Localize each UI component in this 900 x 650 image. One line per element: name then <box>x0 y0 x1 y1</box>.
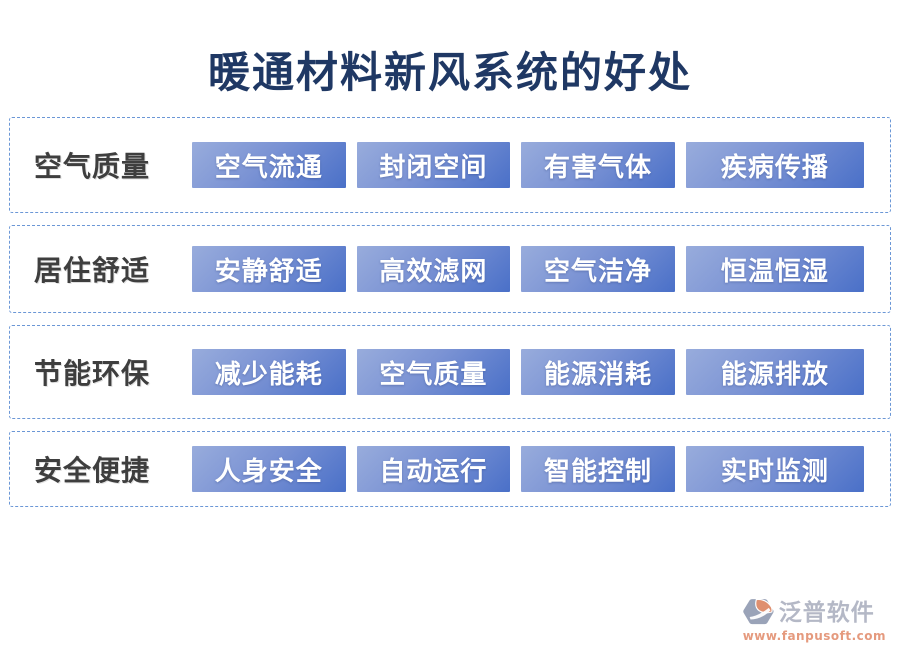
row-label-living-comfort: 居住舒适 <box>34 254 151 288</box>
row-energy-saving: 节能环保 减少能耗 空气质量 能源消耗 能源排放 <box>9 325 891 420</box>
tag-energy-consumption[interactable]: 能源消耗 <box>521 349 675 396</box>
benefit-rows: 空气质量 空气流通 封闭空间 有害气体 疾病传播 居住舒适 安静舒适 高效滤网 … <box>9 117 891 508</box>
tag-group-safety-convenience: 人身安全 自动运行 智能控制 实时监测 <box>192 446 865 493</box>
tag-constant-temp-humidity[interactable]: 恒温恒湿 <box>685 246 865 293</box>
tag-quiet-comfort[interactable]: 安静舒适 <box>192 246 346 293</box>
tag-disease-spread[interactable]: 疾病传播 <box>685 142 865 189</box>
brand-website-link[interactable]: www.fanpusoft.com <box>742 629 886 643</box>
row-label-safety-convenience: 安全便捷 <box>34 454 151 488</box>
tag-auto-operation[interactable]: 自动运行 <box>356 446 511 493</box>
tag-realtime-monitoring[interactable]: 实时监测 <box>685 446 865 493</box>
tag-harmful-gases[interactable]: 有害气体 <box>521 142 675 189</box>
tag-group-air-quality: 空气流通 封闭空间 有害气体 疾病传播 <box>192 142 865 189</box>
tag-air-quality[interactable]: 空气质量 <box>356 349 511 396</box>
tag-air-circulation[interactable]: 空气流通 <box>192 142 346 189</box>
tag-group-living-comfort: 安静舒适 高效滤网 空气洁净 恒温恒湿 <box>192 246 865 293</box>
tag-enclosed-space[interactable]: 封闭空间 <box>356 142 511 189</box>
tag-reduce-energy-use[interactable]: 减少能耗 <box>192 349 346 396</box>
tag-group-energy-saving: 减少能耗 空气质量 能源消耗 能源排放 <box>192 349 865 396</box>
tag-energy-emissions[interactable]: 能源排放 <box>685 349 865 396</box>
row-safety-convenience: 安全便捷 人身安全 自动运行 智能控制 实时监测 <box>9 431 891 508</box>
brand-name: 泛普软件 <box>778 598 875 626</box>
brand-logo-icon <box>741 597 775 627</box>
row-label-air-quality: 空气质量 <box>34 150 151 184</box>
tag-smart-control[interactable]: 智能控制 <box>521 446 675 493</box>
tag-personal-safety[interactable]: 人身安全 <box>192 446 346 493</box>
tag-hepa-filter[interactable]: 高效滤网 <box>356 246 511 293</box>
row-air-quality: 空气质量 空气流通 封闭空间 有害气体 疾病传播 <box>9 117 891 214</box>
brand-watermark: 泛普软件 www.fanpusoft.com <box>741 597 886 642</box>
row-label-energy-saving: 节能环保 <box>34 357 151 391</box>
row-living-comfort: 居住舒适 安静舒适 高效滤网 空气洁净 恒温恒湿 <box>9 225 891 314</box>
tag-clean-air[interactable]: 空气洁净 <box>521 246 675 293</box>
page-title: 暖通材料新风系统的好处 <box>207 48 692 97</box>
